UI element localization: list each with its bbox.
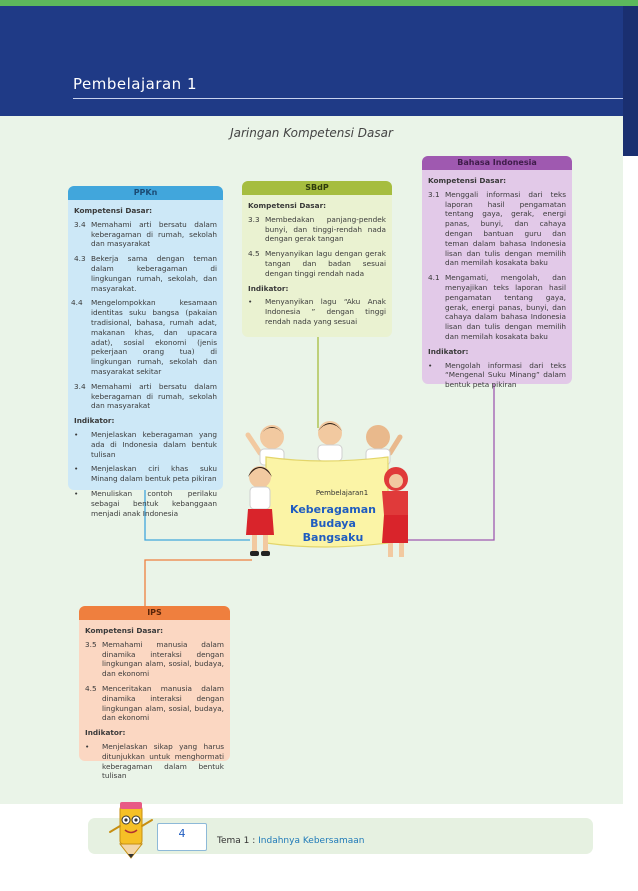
item-text: Membedakan panjang-pendek bunyi, dan tin… (265, 214, 386, 244)
bullet: • (74, 464, 79, 474)
ppkn-title: PPKn (68, 186, 223, 200)
ppkn-ind-title: Indikator: (74, 416, 115, 426)
item-number: 4.5 (248, 249, 260, 259)
item-text: Memahami manusia dalam dinamika interaks… (102, 639, 224, 679)
item-number: 3.3 (248, 214, 260, 224)
item-text: Menyanyikan lagu “Aku Anak Indonesia ” d… (265, 297, 386, 326)
bind-ind-item: • Mengolah informasi dari teks “Mengenal … (428, 361, 566, 390)
ips-title: IPS (79, 606, 230, 620)
footer-theme: Tema 1 : Indahnya Kebersamaan (217, 836, 364, 846)
center-title-line: Keberagaman (290, 503, 376, 516)
ppkn-ind-item: • Menjelaskan ciri khas suku Minang dalam… (74, 464, 217, 484)
bind-kd-title: Kompetensi Dasar: (428, 176, 507, 185)
lesson-title: Pembelajaran 1 (73, 75, 197, 93)
bind-ind-title: Indikator: (428, 346, 469, 356)
item-text: Menjelaskan sikap yang harus ditunjukkan… (102, 741, 224, 781)
side-tab (623, 6, 638, 156)
ips-kd-item: 3.5 Memahami manusia dalam dinamika inter… (85, 640, 224, 679)
sbdp-title: SBdP (242, 181, 392, 195)
item-number: 3.4 (74, 219, 86, 229)
ppkn-ind-item: • Menuliskan contoh perilaku sebagai bent… (74, 489, 217, 518)
ppkn-kd-item: 4.3 Bekerja sama dengan teman dalam keber… (74, 254, 217, 293)
ppkn-kd-item: 3.4 Memahami arti bersatu dalam keberagam… (74, 382, 217, 411)
bind-kd-item: 3.1 Menggali informasi dari teks laporan … (428, 190, 566, 268)
center-theme-title: Keberagaman Budaya Bangsaku (278, 503, 388, 545)
center-title-line: Bangsaku (302, 531, 364, 544)
bullet: • (74, 488, 79, 498)
sbdp-kd-title: Kompetensi Dasar: (248, 201, 327, 210)
page-number: 4 (178, 827, 186, 840)
item-number: 3.5 (85, 639, 97, 649)
ppkn-ind-item: • Menjelaskan keberagaman yang ada di Ind… (74, 430, 217, 459)
sbdp-card: SBdP Kompetensi Dasar: 3.3 Membedakan pan… (242, 181, 392, 337)
sbdp-ind-item: • Menyanyikan lagu “Aku Anak Indonesia ” … (248, 297, 386, 326)
sbdp-ind-title: Indikator: (248, 283, 289, 293)
pencil-mascot-icon (109, 802, 153, 859)
item-text: Menyanyikan lagu dengan gerak tangan dan… (265, 249, 386, 278)
item-text: Menjelaskan keberagaman yang ada di Indo… (91, 429, 217, 459)
item-number: 4.3 (74, 254, 86, 264)
bind-kd-item: 4.1 Mengamati, mengolah, dan menyajikan t… (428, 273, 566, 342)
children-banner-illustration (245, 421, 408, 557)
ppkn-kd-item: 4.4 Mengelompokkan kesamaan identitas suk… (71, 298, 217, 376)
item-text: Menggali informasi dari teks laporan has… (445, 189, 566, 268)
ips-ind-title: Indikator: (85, 728, 126, 738)
ppkn-kd-item: 3.4 Memahami arti bersatu dalam keberagam… (74, 220, 217, 249)
ips-kd-title: Kompetensi Dasar: (85, 626, 164, 635)
item-number: 4.1 (428, 273, 440, 283)
connector-ppkn (144, 490, 250, 541)
item-text: Mengelompokkan kesamaan identitas suku b… (91, 298, 217, 376)
item-number: 3.4 (74, 381, 86, 391)
bullet: • (428, 360, 433, 370)
item-text: Memahami arti bersatu dalam keberagaman … (91, 381, 217, 411)
sbdp-kd-item: 3.3 Membedakan panjang-pendek bunyi, dan … (248, 215, 386, 244)
ips-ind-item: • Menjelaskan sikap yang harus ditunjukka… (85, 742, 224, 781)
connector-bind (398, 384, 495, 541)
center-lesson-label: Pembelajaran1 (315, 489, 369, 497)
item-text: Bekerja sama dengan teman dalam keberaga… (91, 254, 217, 293)
ppkn-kd-title: Kompetensi Dasar: (74, 206, 153, 215)
bahasa-indonesia-title: Bahasa Indonesia (422, 156, 572, 170)
item-number: 4.4 (71, 298, 83, 308)
top-accent-strip (0, 0, 638, 6)
item-text: Menuliskan contoh perilaku sebagai bentu… (91, 488, 217, 518)
item-text: Menjelaskan ciri khas suku Minang dalam … (91, 464, 217, 484)
title-divider (73, 98, 623, 99)
item-number: 4.5 (85, 683, 97, 693)
bullet: • (248, 297, 253, 307)
map-title: Jaringan Kompetensi Dasar (230, 126, 393, 140)
connector-lines (144, 337, 495, 606)
bullet: • (74, 429, 79, 439)
bullet: • (85, 741, 90, 751)
item-text: Memahami arti bersatu dalam keberagaman … (91, 219, 217, 249)
sbdp-kd-item: 4.5 Menyanyikan lagu dengan gerak tangan … (248, 249, 386, 278)
ips-card: IPS Kompetensi Dasar: 3.5 Memahami manusi… (79, 606, 230, 780)
item-text: Mengamati, mengolah, dan menyajikan teks… (445, 273, 566, 341)
footer-theme-name: Indahnya Kebersamaan (258, 836, 365, 846)
item-number: 3.1 (428, 189, 440, 199)
page-number-box (157, 823, 207, 851)
item-text: Mengolah informasi dari teks “Mengenal S… (445, 360, 566, 390)
connector-ips (144, 559, 252, 606)
footer-theme-prefix: Tema 1 : (217, 836, 259, 846)
item-text: Menceritakan manusia dalam dinamika inte… (102, 683, 224, 723)
ips-kd-item: 4.5 Menceritakan manusia dalam dinamika i… (85, 684, 224, 723)
center-title-line: Budaya (310, 517, 356, 530)
page-header (0, 6, 623, 116)
